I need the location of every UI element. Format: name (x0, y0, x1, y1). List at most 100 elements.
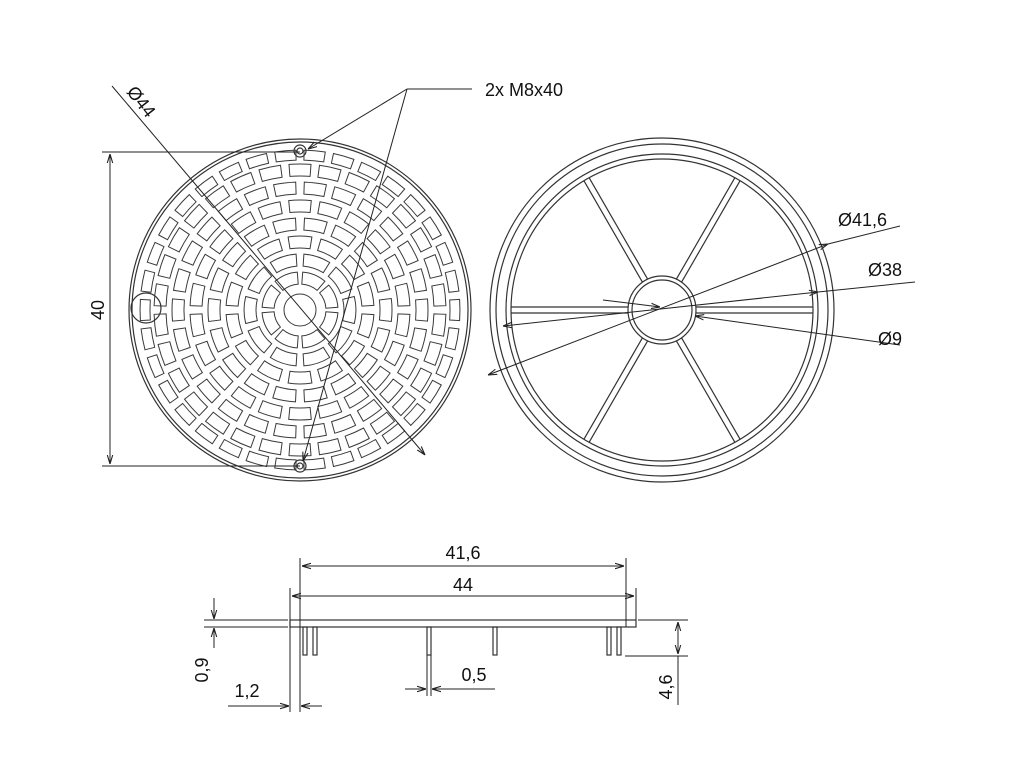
drain-slot (431, 313, 447, 337)
drain-slot (330, 186, 357, 207)
dim-0-5-label: 0,5 (461, 665, 486, 685)
drain-slot (317, 164, 342, 183)
drain-slot (174, 402, 197, 427)
drain-slot (394, 313, 411, 338)
drain-slot (209, 267, 230, 293)
spoke-line (583, 180, 643, 283)
drain-slot (330, 372, 357, 396)
drain-slot (243, 372, 270, 396)
drain-slot (261, 284, 282, 309)
lid-plate (289, 619, 637, 628)
drain-slot (396, 354, 419, 380)
dim-9-leader-2 (695, 316, 901, 346)
drain-slot (194, 175, 219, 198)
drain-slot (183, 203, 209, 229)
drain-slot (257, 400, 283, 419)
drain-slot (288, 199, 312, 214)
hub-circle (627, 275, 697, 345)
drain-slot (273, 422, 297, 439)
drain-slot (222, 241, 247, 268)
drain-slot (435, 241, 454, 266)
rib-right-inner (606, 626, 612, 656)
dim-38-label: Ø38 (868, 260, 902, 280)
spoke-line (681, 337, 741, 440)
drain-slot (409, 268, 428, 293)
drain-slot (261, 311, 282, 336)
drain-slot (327, 266, 353, 295)
side-view: 41,6 44 0,9 1,2 0,5 4,6 (192, 543, 688, 712)
drain-slot (146, 241, 165, 266)
drain-slot (139, 298, 151, 322)
drain-slot (288, 406, 312, 421)
drain-slot (353, 241, 378, 268)
drain-slot (302, 253, 331, 274)
dim-41-6-label: Ø41,6 (838, 210, 887, 230)
drain-slot (230, 211, 257, 235)
drain-slot (204, 185, 231, 209)
drain-slot (257, 201, 283, 220)
center-ring (283, 293, 317, 327)
rib-left-inner (312, 626, 318, 656)
spoke-line (588, 177, 649, 280)
drain-slot (303, 217, 328, 235)
drain-slot (356, 281, 375, 307)
drain-slot (356, 313, 375, 339)
drain-slot (140, 327, 156, 351)
drain-slot (435, 354, 454, 379)
rib-left-outer (302, 626, 308, 656)
drain-slot (356, 398, 383, 422)
drain-slot (230, 427, 256, 449)
drain-slot (431, 283, 447, 307)
drain-slot (234, 254, 260, 281)
drain-slot (222, 352, 247, 379)
drain-slot (195, 340, 217, 367)
drain-slot (403, 402, 426, 427)
drain-slot (273, 181, 297, 198)
drain-slot (287, 235, 313, 250)
top-view-inner-circle (131, 141, 469, 479)
drain-slot (157, 341, 177, 367)
drain-slot (172, 327, 191, 352)
callout-leader-top (308, 88, 408, 149)
drain-slot (167, 227, 190, 253)
drain-slot (258, 437, 283, 456)
drain-slot (196, 216, 221, 242)
dim-4-6-label: 4,6 (656, 674, 676, 699)
drain-slot (403, 193, 426, 218)
drain-slot (301, 328, 326, 349)
dim-41-6-ext (827, 225, 901, 245)
reinforcing-spokes (511, 177, 813, 443)
drain-slot (303, 181, 327, 198)
drain-slot (421, 379, 442, 404)
drain-slot (342, 295, 357, 325)
drain-slot (269, 253, 298, 274)
drain-slot (316, 360, 344, 382)
drain-slot (157, 253, 177, 279)
drain-slot (409, 327, 428, 352)
drain-slot (396, 240, 419, 266)
drain-slot (230, 385, 257, 409)
drain-slot (357, 438, 382, 459)
rib-center-2 (492, 626, 498, 656)
drain-slot (449, 298, 461, 322)
drain-slot (369, 411, 396, 435)
drain-slot (274, 328, 299, 349)
drain-slot (303, 149, 326, 163)
drain-slot (344, 427, 370, 449)
drain-slot (316, 238, 344, 260)
dim-44-label: Ø44 (123, 82, 160, 121)
drain-slot (146, 354, 165, 379)
drain-slot (196, 378, 221, 404)
drain-slot (391, 391, 417, 417)
drain-slot (303, 422, 327, 439)
drain-slot (317, 400, 343, 419)
drain-slot (225, 281, 244, 307)
dim-41-6-side-label: 41,6 (445, 543, 480, 563)
drain-slot (243, 295, 258, 325)
drain-slot (301, 271, 326, 292)
bottom-view-outer-circle (489, 137, 835, 483)
drain-slot (181, 240, 204, 266)
drain-slot (158, 379, 179, 404)
drain-slot (423, 253, 443, 279)
